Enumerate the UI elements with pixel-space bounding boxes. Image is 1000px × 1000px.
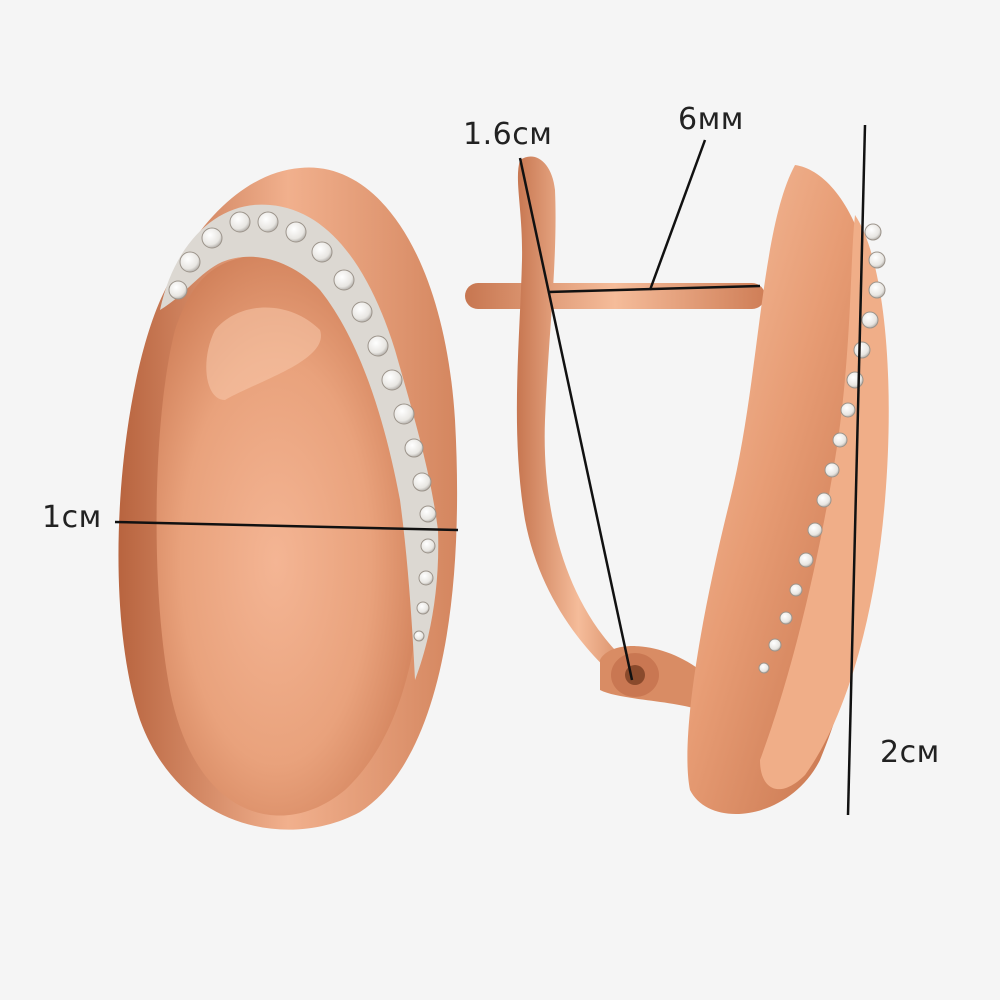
height-dimension-line [846, 124, 867, 816]
side-earring-stones [758, 223, 886, 674]
side-earring [465, 156, 889, 814]
hook-dimension-line [518, 157, 634, 681]
front-earring [118, 167, 458, 830]
pin-length-line [547, 284, 761, 294]
front-earring-highlight [206, 307, 321, 400]
dimension-lines [114, 124, 867, 816]
earring-latch-hinge [600, 646, 700, 710]
earring-hook [516, 156, 640, 691]
hook-length-label: 1.6см [463, 117, 553, 152]
width-dimension-line [114, 520, 459, 532]
front-earring-stones [168, 211, 437, 642]
side-earring-inner-face [760, 215, 889, 790]
pin-dimension-line [648, 139, 707, 291]
width-label: 1см [42, 500, 102, 535]
front-earring-stone-band [160, 204, 439, 680]
pin-length-label: 6мм [678, 102, 744, 137]
height-label: 2см [880, 735, 940, 770]
